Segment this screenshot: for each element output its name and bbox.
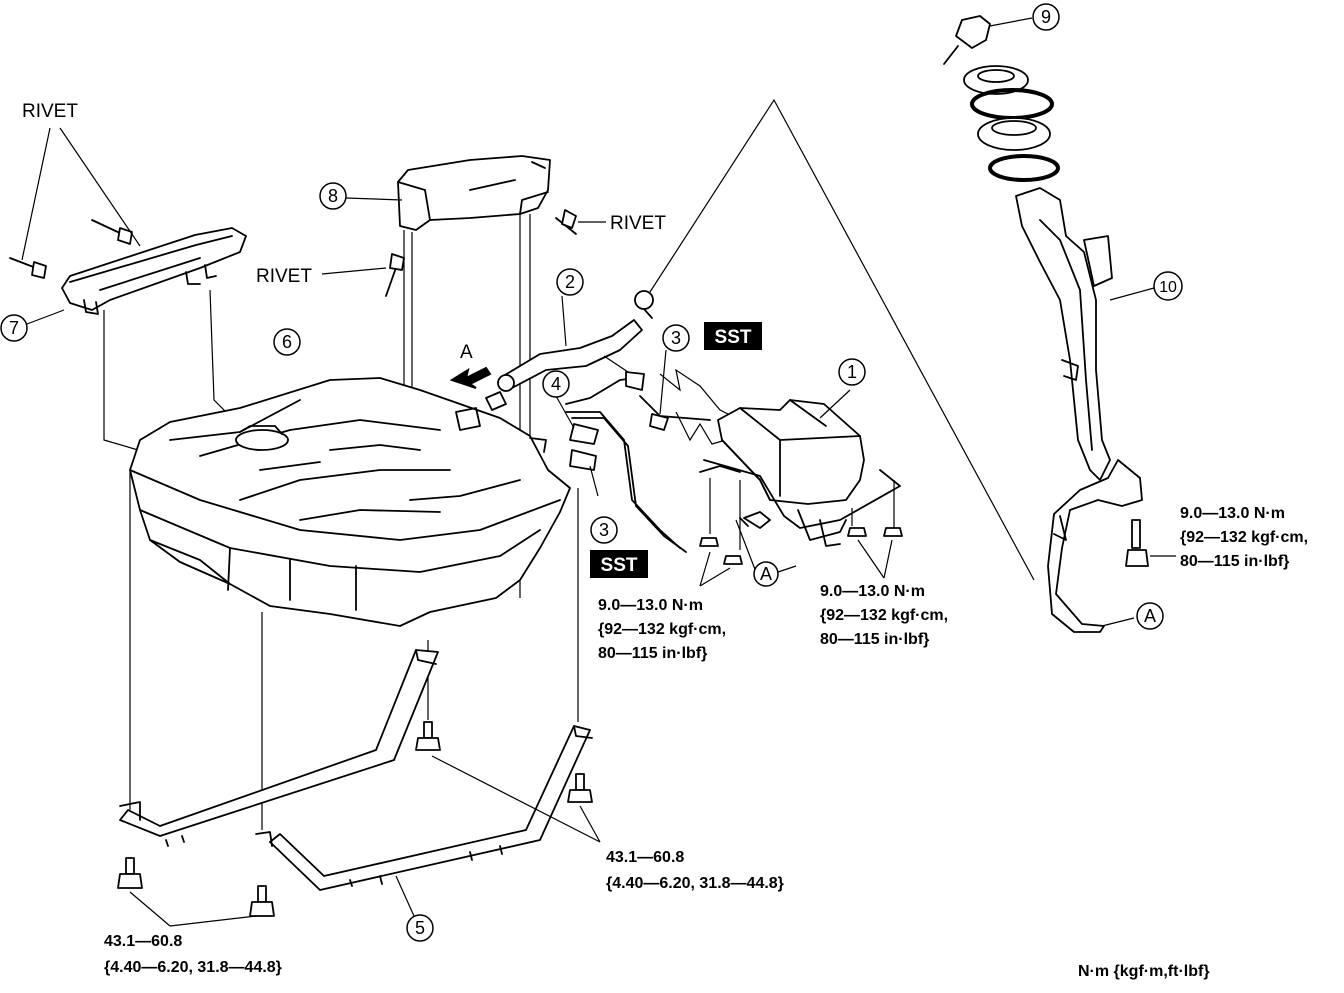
callout-3: 3 [590, 516, 618, 544]
reference-a-circle: A [753, 561, 779, 587]
part-1-canister [699, 399, 901, 547]
svg-text:9.0—13.0 N·m: 9.0—13.0 N·m [820, 583, 925, 600]
svg-text:9.0—13.0 N·m: 9.0—13.0 N·m [1180, 505, 1285, 522]
torque-spec-band-right: 43.1—60.8 {4.40—6.20, 31.8—44.8} [606, 849, 784, 892]
alignment-lines [103, 212, 579, 830]
view-arrow-a: A [449, 342, 492, 389]
svg-text:1: 1 [847, 362, 857, 382]
callout-4: 4 [542, 370, 570, 398]
rivet-label: RIVET [610, 213, 666, 234]
part-9-filler-cap [943, 15, 1060, 182]
callout-5: 5 [406, 914, 434, 942]
svg-text:{92—132 kgf·cm,: {92—132 kgf·cm, [598, 621, 726, 638]
svg-text:9: 9 [1041, 7, 1051, 27]
rivet-icon [91, 219, 133, 245]
svg-text:SST: SST [601, 555, 638, 576]
part-10-filler-pipe [1015, 187, 1143, 633]
bolt-icon [1125, 519, 1149, 567]
sst-tag: SST [704, 322, 762, 350]
part-3-quick-connector [569, 371, 669, 471]
bolt-icon [883, 527, 903, 537]
bolt-icon [415, 721, 441, 751]
part-8-insulator [397, 155, 551, 231]
bolt-icon [249, 885, 275, 917]
svg-text:{92—132 kgf·cm,: {92—132 kgf·cm, [1180, 529, 1308, 546]
callout-7: 7 [0, 314, 28, 342]
svg-text:80—115 in·lbf}: 80—115 in·lbf} [598, 645, 707, 662]
bolt-icon [117, 857, 143, 889]
rivet-icon [385, 253, 405, 297]
callout-9: 9 [1032, 3, 1060, 31]
svg-text:2: 2 [565, 272, 575, 292]
svg-text:{4.40—6.20, 31.8—44.8}: {4.40—6.20, 31.8—44.8} [606, 875, 784, 892]
torque-spec-canister-left: 9.0—13.0 N·m {92—132 kgf·cm, 80—115 in·l… [598, 597, 726, 662]
svg-text:7: 7 [9, 318, 19, 338]
svg-text:{4.40—6.20, 31.8—44.8}: {4.40—6.20, 31.8—44.8} [104, 959, 282, 976]
svg-text:5: 5 [415, 918, 425, 938]
sst-tag: SST [590, 550, 648, 578]
svg-text:43.1—60.8: 43.1—60.8 [606, 849, 684, 866]
callout-6: 6 [273, 328, 301, 356]
part-6-fuel-tank [129, 377, 571, 627]
torque-spec-canister-right: 9.0—13.0 N·m {92—132 kgf·cm, 80—115 in·l… [820, 583, 948, 648]
svg-text:A: A [760, 564, 772, 584]
svg-text:43.1—60.8: 43.1—60.8 [104, 933, 182, 950]
svg-text:3: 3 [599, 520, 609, 540]
svg-text:9.0—13.0 N·m: 9.0—13.0 N·m [598, 597, 703, 614]
part-7-insulator [61, 227, 247, 315]
callout-2: 2 [556, 268, 584, 296]
part-2-hose [485, 319, 643, 411]
reference-a-circle: A [1136, 602, 1164, 630]
svg-text:80—115 in·lbf}: 80—115 in·lbf} [820, 631, 929, 648]
rivet-label: RIVET [22, 101, 78, 122]
bolt-icon [723, 555, 743, 565]
svg-text:80—115 in·lbf}: 80—115 in·lbf} [1180, 553, 1289, 570]
svg-text:8: 8 [328, 186, 338, 206]
callout-3: 3 [662, 324, 690, 352]
svg-text:SST: SST [715, 327, 752, 348]
rivet-label: RIVET [256, 266, 312, 287]
svg-text:A: A [1144, 606, 1156, 626]
part-5-tank-bands [119, 649, 593, 891]
unit-legend: N·m {kgf·m,ft·lbf} [1078, 963, 1210, 980]
torque-spec-band-left: 43.1—60.8 {4.40—6.20, 31.8—44.8} [104, 933, 282, 976]
bolt-icon [699, 537, 719, 547]
rivet-icon [9, 257, 47, 279]
callout-10: 10 [1153, 271, 1183, 301]
svg-text:6: 6 [282, 332, 292, 352]
callout-8: 8 [319, 182, 347, 210]
svg-text:10: 10 [1159, 279, 1177, 296]
rivet-icon [555, 209, 577, 235]
svg-text:4: 4 [551, 374, 561, 394]
hose-clamp-icon [634, 290, 654, 319]
svg-text:{92—132 kgf·cm,: {92—132 kgf·cm, [820, 607, 948, 624]
svg-text:3: 3 [671, 328, 681, 348]
callout-1: 1 [838, 358, 866, 386]
view-arrow-label: A [460, 342, 473, 363]
torque-spec-filler-pipe: 9.0—13.0 N·m {92—132 kgf·cm, 80—115 in·l… [1180, 505, 1308, 570]
bolt-icon [847, 527, 867, 537]
bolt-icon [567, 773, 593, 803]
